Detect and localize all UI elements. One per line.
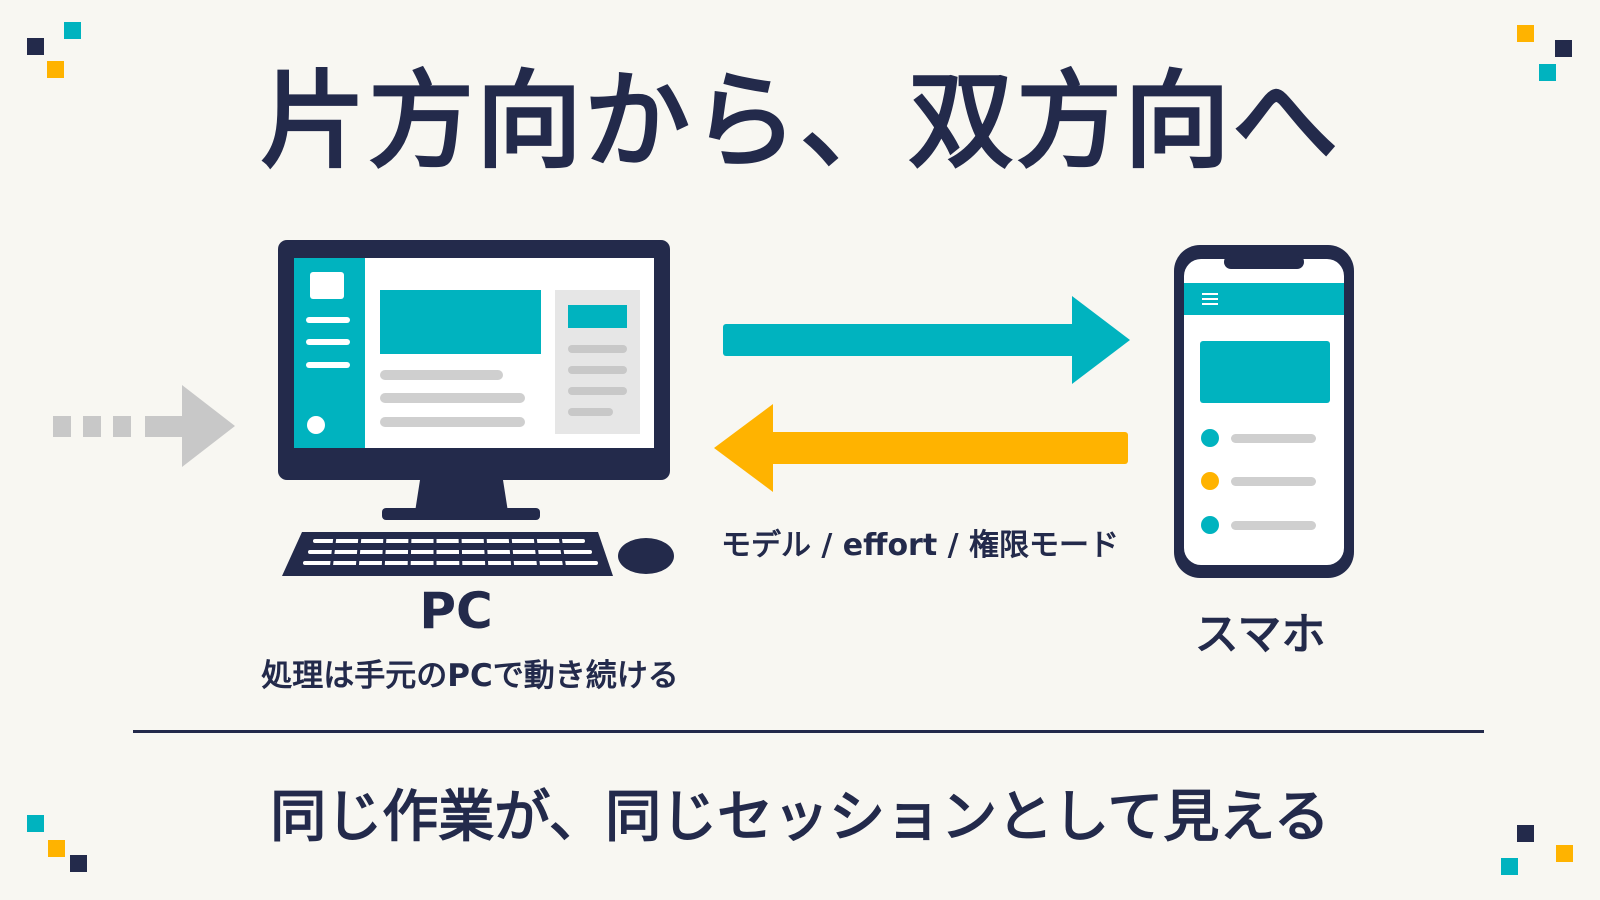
footer-message: 同じ作業が、同じセッションとして見える xyxy=(270,785,1330,850)
sync-settings-label: モデル / effort / 権限モード xyxy=(720,528,1120,563)
pc-label: PC xyxy=(419,582,493,640)
desktop-pc-icon xyxy=(278,240,674,576)
page-title: 片方向から、双方向へ xyxy=(260,60,1340,183)
hamburger-menu-icon xyxy=(1202,293,1218,305)
phone-label: スマホ xyxy=(1194,609,1326,660)
smartphone-icon xyxy=(1174,245,1354,578)
incoming-dashed-arrow xyxy=(53,385,235,467)
arrow-to-pc xyxy=(714,404,1128,492)
divider-line xyxy=(133,730,1484,733)
pc-caption: 処理は手元のPCで動き続ける xyxy=(261,658,679,694)
arrow-to-phone xyxy=(723,296,1130,384)
